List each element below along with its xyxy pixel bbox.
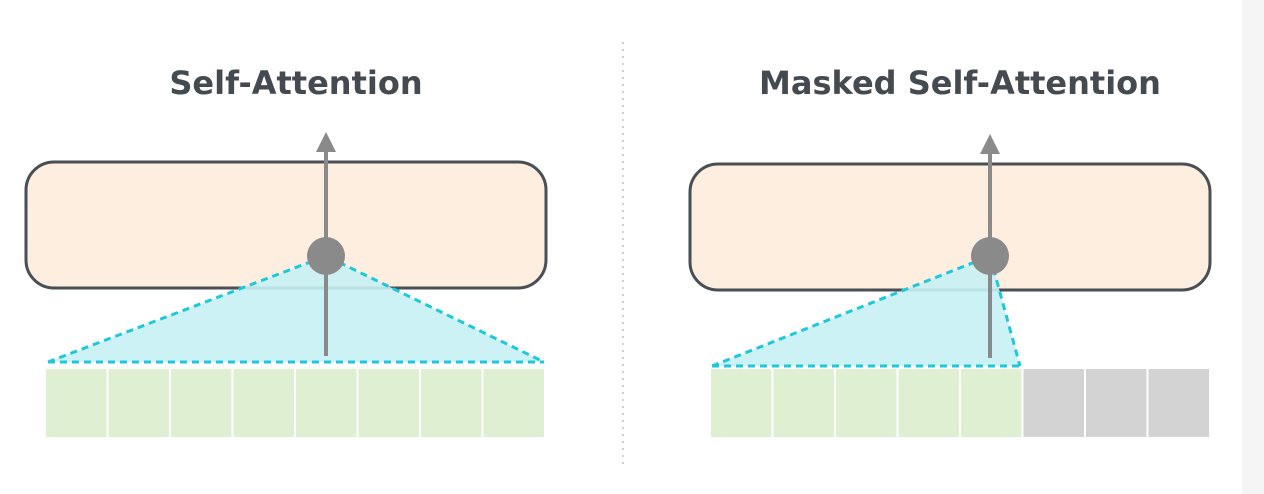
right-token-5 [959,367,1024,439]
left-token-5 [294,367,359,439]
self-attention-title: Self-Attention [169,64,423,102]
left-token-7 [419,367,484,439]
output-arrow-up-icon [316,132,336,152]
attention-region [48,256,544,362]
right-token-4 [896,367,961,439]
left-token-4 [231,367,296,439]
right-token-1 [709,367,774,439]
input-token-row [44,367,546,439]
right-edge-strip [1242,0,1264,494]
left-token-3 [169,367,234,439]
masked-self-attention-panel [688,134,1212,439]
masked-self-attention-title: Masked Self-Attention [759,64,1161,102]
right-token-2 [771,367,836,439]
left-token-8 [481,367,546,439]
masked-attention-output-node [971,237,1009,275]
masked-attention-region [712,256,1020,366]
masked-input-token-row [709,367,1211,439]
self-attention-layer-box [24,160,548,290]
self-attention-panel [24,132,548,439]
left-token-1 [44,367,109,439]
left-token-6 [356,367,421,439]
right-masked-token-6 [1021,367,1086,439]
left-token-2 [106,367,171,439]
attention-edge-lines [47,254,545,364]
masked-attention-edge-lines [711,253,1022,368]
right-masked-token-8 [1146,367,1211,439]
masked-output-arrow-up-icon [980,134,1000,154]
attention-output-node [307,237,345,275]
right-token-3 [834,367,899,439]
right-masked-token-7 [1084,367,1149,439]
